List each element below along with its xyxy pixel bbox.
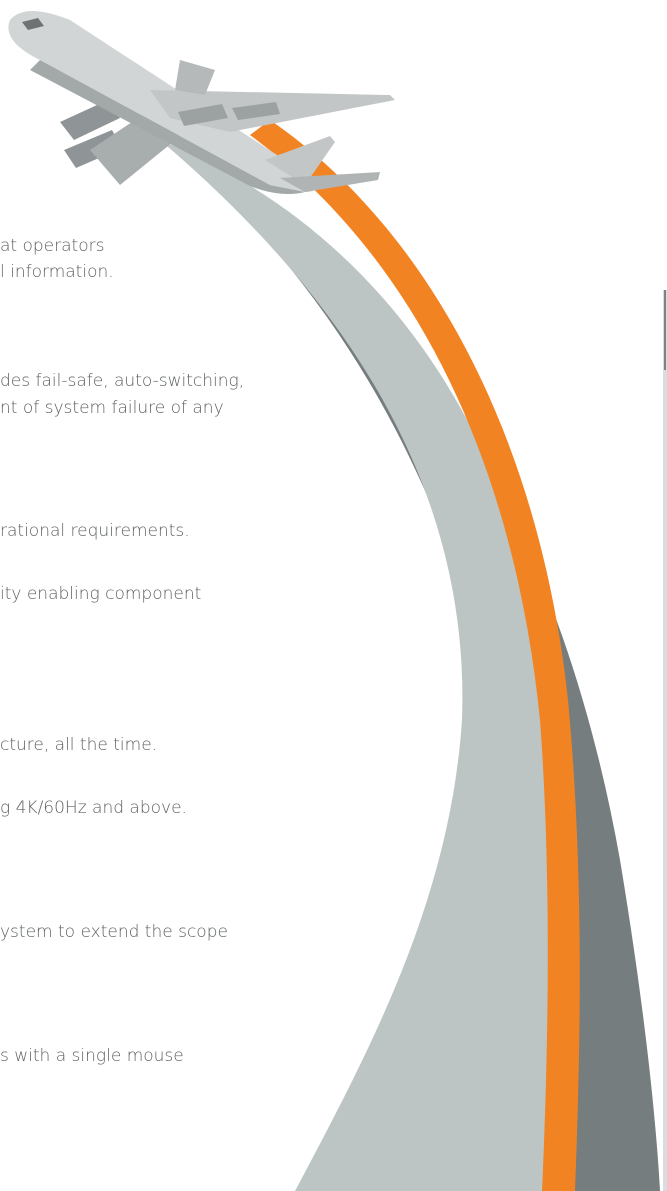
text-line-2: l information. (0, 262, 114, 282)
text-line-7: cture, all the time. (0, 735, 158, 755)
text-line-9: ystem to extend the scope (0, 922, 228, 942)
right-edge-rule (663, 290, 667, 1191)
text-line-10: s with a single mouse (0, 1046, 184, 1066)
text-line-4: nt of system failure of any (0, 398, 224, 418)
text-line-8: g 4K/60Hz and above. (0, 798, 187, 818)
text-line-1: at operators (0, 236, 105, 256)
airplane-icon (8, 11, 395, 194)
light-gray-swoosh (160, 140, 570, 1191)
text-line-6: ity enabling component (0, 584, 202, 604)
text-line-5: rational requirements. (0, 521, 190, 541)
text-line-3: des fail-safe, auto-switching, (0, 371, 245, 391)
orange-stripe (250, 120, 580, 1191)
